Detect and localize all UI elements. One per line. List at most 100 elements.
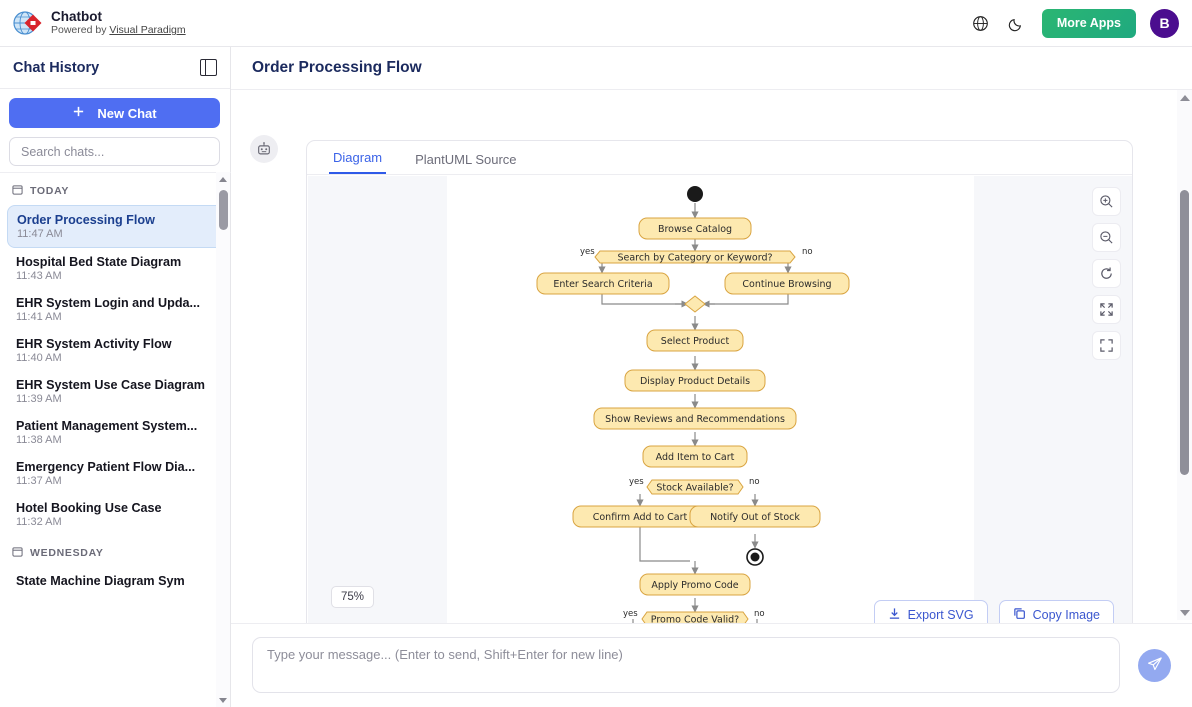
sidebar-header: Chat History bbox=[0, 47, 230, 89]
triangle-up-icon[interactable] bbox=[216, 172, 230, 186]
triangle-up-icon[interactable] bbox=[1177, 90, 1192, 105]
chat-item-time: 11:47 AM bbox=[17, 228, 63, 240]
chat-item-ehr-system-login[interactable]: EHR System Login and Upda... 11:41 AM bbox=[7, 289, 224, 330]
app-title: Chatbot bbox=[51, 8, 102, 24]
page-title: Order Processing Flow bbox=[252, 59, 422, 76]
sidebar-scrollbar[interactable] bbox=[216, 172, 230, 707]
zoom-level-badge: 75% bbox=[331, 586, 375, 608]
svg-text:Enter Search Criteria: Enter Search Criteria bbox=[553, 279, 652, 290]
svg-text:Add Item to Cart: Add Item to Cart bbox=[656, 452, 735, 463]
svg-text:Browse Catalog: Browse Catalog bbox=[658, 224, 732, 235]
copy-icon bbox=[1013, 607, 1026, 623]
svg-text:yes: yes bbox=[580, 247, 595, 257]
panel-layout-icon[interactable] bbox=[200, 59, 217, 76]
group-label: WEDNESDAY bbox=[30, 547, 104, 559]
chat-item-hotel-booking-use-case[interactable]: Hotel Booking Use Case 11:32 AM bbox=[7, 494, 224, 535]
avatar[interactable]: B bbox=[1150, 8, 1179, 38]
main-scrollbar-thumb[interactable] bbox=[1180, 190, 1189, 475]
svg-text:Confirm Add to Cart: Confirm Add to Cart bbox=[593, 512, 688, 523]
moon-icon[interactable] bbox=[1006, 12, 1028, 34]
zoom-in-button[interactable] bbox=[1092, 187, 1121, 216]
brand-block: Chatbot Powered by Visual Paradigm bbox=[0, 8, 186, 39]
svg-text:no: no bbox=[749, 477, 760, 487]
svg-text:Promo Code Valid?: Promo Code Valid? bbox=[651, 615, 739, 626]
chat-item-name: EHR System Activity Flow bbox=[16, 337, 172, 351]
svg-text:no: no bbox=[802, 247, 813, 257]
zoom-out-button[interactable] bbox=[1092, 223, 1121, 252]
svg-text:Apply Promo Code: Apply Promo Code bbox=[651, 580, 738, 591]
initial-node bbox=[687, 186, 703, 202]
calendar-icon bbox=[12, 546, 23, 560]
top-actions: More Apps B bbox=[970, 8, 1192, 38]
svg-text:yes: yes bbox=[623, 609, 638, 619]
diagram-card: Diagram PlantUML Source bbox=[306, 140, 1133, 640]
diagram-canvas[interactable]: Browse Catalog Search by Category or Key… bbox=[308, 176, 1132, 629]
calendar-icon bbox=[12, 184, 23, 198]
chat-item-order-processing-flow[interactable]: Order Processing Flow 11:47 AM bbox=[7, 205, 224, 248]
svg-text:Notify Out of Stock: Notify Out of Stock bbox=[710, 512, 800, 523]
chat-history-title: Chat History bbox=[13, 59, 100, 76]
robot-icon bbox=[250, 135, 278, 163]
sidebar: Chat History New Chat TODAY Order Proces… bbox=[0, 47, 231, 707]
chat-item-time: 11:40 AM bbox=[16, 352, 62, 364]
chat-item-name: Order Processing Flow bbox=[17, 213, 155, 227]
export-svg-label: Export SVG bbox=[907, 608, 974, 622]
composer bbox=[231, 623, 1192, 707]
chat-item-time: 11:43 AM bbox=[16, 270, 62, 282]
chat-item-name: Hotel Booking Use Case bbox=[16, 501, 162, 515]
triangle-down-icon[interactable] bbox=[216, 693, 230, 707]
reset-rotate-icon[interactable] bbox=[1092, 259, 1121, 288]
tab-diagram[interactable]: Diagram bbox=[329, 150, 387, 174]
new-chat-label: New Chat bbox=[97, 105, 157, 121]
download-icon bbox=[888, 607, 901, 623]
visual-paradigm-link[interactable]: Visual Paradigm bbox=[109, 24, 186, 37]
globe-icon[interactable] bbox=[970, 12, 992, 34]
triangle-down-icon[interactable] bbox=[1177, 605, 1192, 620]
chat-item-ehr-system-activity-flow[interactable]: EHR System Activity Flow 11:40 AM bbox=[7, 330, 224, 371]
expand-arrows-icon[interactable] bbox=[1092, 295, 1121, 324]
chat-item-hospital-bed-state-diagram[interactable]: Hospital Bed State Diagram 11:43 AM bbox=[7, 248, 224, 289]
svg-text:Continue Browsing: Continue Browsing bbox=[742, 279, 831, 290]
chat-item-patient-management-system[interactable]: Patient Management System... 11:38 AM bbox=[7, 412, 224, 453]
chat-item-ehr-system-use-case-diagram[interactable]: EHR System Use Case Diagram 11:39 AM bbox=[7, 371, 224, 412]
chat-item-time: 11:39 AM bbox=[16, 393, 62, 405]
message-input[interactable] bbox=[252, 637, 1120, 693]
main-scrollbar[interactable] bbox=[1177, 90, 1192, 620]
chat-item-name: State Machine Diagram Sym bbox=[16, 574, 185, 588]
tab-plantuml-source[interactable]: PlantUML Source bbox=[415, 152, 517, 167]
paper-plane-icon bbox=[1147, 656, 1163, 675]
group-label: TODAY bbox=[30, 185, 70, 197]
tab-bar: Diagram PlantUML Source bbox=[307, 141, 1132, 175]
svg-text:Stock Available?: Stock Available? bbox=[656, 483, 733, 494]
svg-text:no: no bbox=[754, 609, 765, 619]
chat-item-name: EHR System Login and Upda... bbox=[16, 296, 201, 310]
search-input[interactable] bbox=[9, 137, 220, 166]
chat-item-time: 11:38 AM bbox=[16, 434, 62, 446]
top-bar: Chatbot Powered by Visual Paradigm More … bbox=[0, 0, 1192, 47]
send-button[interactable] bbox=[1138, 649, 1171, 682]
group-header-wednesday: WEDNESDAY bbox=[0, 535, 231, 567]
svg-text:yes: yes bbox=[629, 477, 644, 487]
svg-text:Search by Category or Keyword?: Search by Category or Keyword? bbox=[617, 253, 772, 264]
chat-item-state-machine-diagram[interactable]: State Machine Diagram Sym bbox=[7, 567, 224, 595]
main-header: Order Processing Flow bbox=[231, 47, 1192, 90]
diagram-svg-area[interactable]: Browse Catalog Search by Category or Key… bbox=[447, 176, 974, 629]
powered-by-prefix: Powered by bbox=[51, 24, 110, 37]
chat-list[interactable]: TODAY Order Processing Flow 11:47 AM Hos… bbox=[0, 172, 231, 707]
fullscreen-corners-icon[interactable] bbox=[1092, 331, 1121, 360]
new-chat-button[interactable]: New Chat bbox=[9, 98, 220, 128]
chat-item-time: 11:32 AM bbox=[16, 516, 62, 528]
chat-item-name: Emergency Patient Flow Dia... bbox=[16, 460, 196, 474]
sidebar-scrollbar-thumb[interactable] bbox=[219, 190, 228, 230]
chat-item-name: Hospital Bed State Diagram bbox=[16, 255, 182, 269]
svg-text:Display Product Details: Display Product Details bbox=[640, 376, 750, 387]
powered-by-text: Powered by Visual Paradigm bbox=[51, 25, 186, 36]
chat-item-time: 11:37 AM bbox=[16, 475, 62, 487]
more-apps-button[interactable]: More Apps bbox=[1041, 8, 1136, 38]
plus-icon bbox=[72, 105, 85, 121]
chat-item-emergency-patient-flow[interactable]: Emergency Patient Flow Dia... 11:37 AM bbox=[7, 453, 224, 494]
chat-item-name: EHR System Use Case Diagram bbox=[16, 378, 205, 392]
visual-paradigm-globe-diamond-logo bbox=[11, 8, 42, 39]
group-header-today: TODAY bbox=[0, 173, 231, 205]
zoom-controls bbox=[1092, 187, 1121, 360]
